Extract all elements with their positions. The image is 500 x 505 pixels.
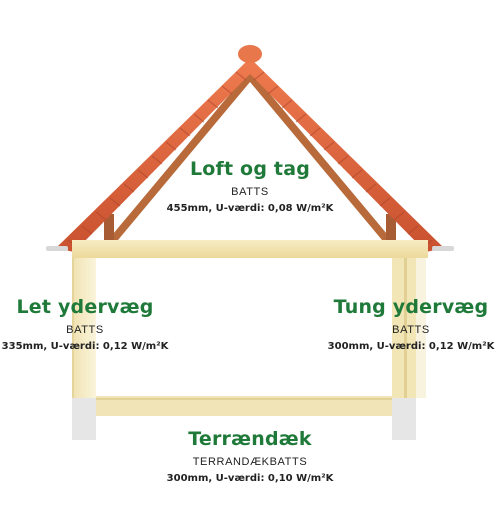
ridge-cap: [238, 45, 262, 63]
floor-title: Terrændæk: [188, 428, 312, 450]
roof-spec: 455mm, U-værdi: 0,08 W/m²K: [166, 203, 334, 214]
floor-spec: 300mm, U-værdi: 0,10 W/m²K: [166, 473, 334, 484]
gutter-right: [432, 246, 454, 251]
heavy-wall-right: [392, 258, 426, 398]
floor-slab: [96, 396, 392, 416]
right-wall-label: Tung ydervæg BATTS 300mm, U-værdi: 0,12 …: [322, 296, 500, 353]
light-wall-left: [72, 258, 96, 398]
floor-label: Terrændæk TERRANDÆKBATTS 300mm, U-værdi:…: [150, 428, 350, 485]
roof-tiles-right: [250, 58, 444, 252]
right-wall-product: BATTS: [392, 324, 430, 336]
foundation-left: [72, 398, 96, 440]
left-wall-title: Let ydervæg: [16, 296, 154, 318]
foundation-right: [392, 398, 416, 440]
left-wall-label: Let ydervæg BATTS 335mm, U-værdi: 0,12 W…: [0, 296, 170, 353]
right-wall-spec: 300mm, U-værdi: 0,12 W/m²K: [327, 341, 495, 352]
gutter-left: [46, 246, 68, 251]
roof-title: Loft og tag: [189, 158, 311, 180]
floor-product: TERRANDÆKBATTS: [192, 456, 308, 468]
roof-label: Loft og tag BATTS 455mm, U-værdi: 0,08 W…: [150, 158, 350, 215]
attic-floor-insulation: [72, 240, 428, 258]
roof-timber: [104, 70, 396, 242]
roof-product: BATTS: [231, 186, 269, 198]
right-wall-title: Tung ydervæg: [333, 296, 489, 318]
attic-space: [115, 75, 385, 238]
left-wall-product: BATTS: [66, 324, 104, 336]
left-wall-spec: 335mm, U-værdi: 0,12 W/m²K: [1, 341, 169, 352]
